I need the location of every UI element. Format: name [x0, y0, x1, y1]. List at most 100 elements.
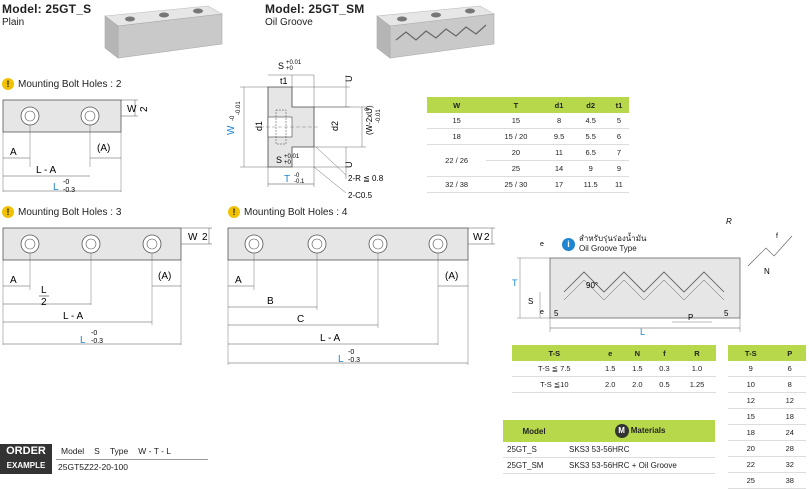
order-header: Model: [61, 446, 85, 456]
oil-groove-heading: i สำหรับรุ่นร่องน้ำมัน Oil Groove Type: [562, 234, 647, 254]
order-header: S: [94, 446, 100, 456]
dim-w-half: 2: [484, 232, 490, 243]
materials-icon: M: [614, 424, 629, 438]
dim-table-cell: 9.5: [545, 128, 573, 145]
warning-3-text: Mounting Bolt Holes : 3: [18, 206, 122, 218]
drawing-2-holes: W 2 A (A) L - A L -0 -0.3: [2, 99, 150, 194]
dim-table-cell: 15: [427, 113, 487, 129]
dim-table-header: d1: [545, 97, 573, 113]
ts-table-cell: 1.5: [623, 361, 651, 377]
warning-icon: !: [2, 78, 14, 90]
warning-4-text: Mounting Bolt Holes : 4: [244, 206, 348, 218]
p-table-cell: 22: [728, 456, 774, 473]
dim-table-cell: 18: [427, 128, 487, 145]
dim-table-cell: 9: [572, 160, 609, 177]
dim-l-tol-lower: -0.3: [63, 187, 75, 194]
dim-table-header: W: [427, 97, 487, 113]
dim-l-a: L - A: [63, 311, 84, 322]
dim-u-top: U: [344, 76, 354, 83]
dim-l-half-num: L: [41, 285, 47, 296]
dim-w-half: 2: [202, 232, 208, 243]
dim-table-cell: 22 / 26: [427, 144, 487, 177]
dim-w: W: [473, 232, 483, 243]
p-table-cell: 6: [773, 361, 806, 377]
ts-table-cell: T-S ≦10: [512, 376, 597, 393]
dim-table-cell: 5.5: [572, 128, 609, 145]
materials-value-cell: SKS3 53-56HRC + Oil Groove: [565, 457, 715, 474]
ts-table-header: f: [650, 345, 678, 361]
dim-table-header: t1: [608, 97, 629, 113]
groove-dim-p: P: [688, 313, 693, 322]
dim-w: W: [188, 232, 198, 243]
dim-s-bottom: S: [276, 155, 282, 165]
plain-model-title: Model: 25GT_S: [2, 2, 92, 16]
groove-dim-e-bottom: e: [540, 309, 544, 316]
dim-l: L: [338, 354, 344, 365]
dim-l: L: [53, 182, 59, 193]
p-table-cell: 38: [773, 472, 806, 489]
order-header: W - T - L: [138, 446, 172, 456]
dim-w-2u-tol-upper: 0: [365, 107, 371, 111]
note-c05: 2-C0.5: [348, 191, 373, 200]
groove-dim-t: T: [512, 278, 518, 288]
ts-table-cell: 2.0: [596, 376, 624, 393]
ts-table-cell: 0.3: [650, 361, 678, 377]
order-label: ORDER: [6, 445, 46, 457]
p-table-cell: 24: [773, 424, 806, 441]
warning-2-text: Mounting Bolt Holes : 2: [18, 78, 122, 90]
ts-table-cell: T-S ≦ 7.5: [512, 361, 597, 377]
dim-table-cell: 11: [608, 176, 629, 193]
dim-w-section: W: [226, 125, 237, 135]
p-table-cell: 28: [773, 440, 806, 457]
dim-l-tol-upper: -0: [91, 330, 97, 337]
ts-table-header: R: [677, 345, 716, 361]
materials-model-cell: 25GT_SM: [503, 457, 565, 474]
dim-l: L: [80, 335, 86, 346]
dim-b: B: [267, 296, 274, 307]
ts-table-header: e: [596, 345, 624, 361]
dim-table-cell: 14: [545, 160, 573, 177]
oil-groove-drawing: T S e e 90° 5 5 P L R f N: [512, 217, 793, 337]
order-header: Type: [109, 446, 129, 456]
groove-dim-5-left: 5: [554, 309, 559, 318]
p-table-cell: 18: [728, 424, 774, 441]
dim-table-cell: 17: [545, 176, 573, 193]
groove-r: R: [726, 217, 732, 226]
dim-table-cell: 7: [608, 144, 629, 161]
warning-3-holes: ! Mounting Bolt Holes : 3: [2, 206, 121, 218]
plain-guide-image: [104, 5, 223, 59]
plain-subtitle: Plain: [2, 17, 25, 28]
dim-table-cell: 5: [608, 113, 629, 129]
dim-s-tol-upper-b: +0.01: [284, 154, 300, 160]
dim-table-cell: 6.5: [572, 144, 609, 161]
groove-guide-image: [376, 5, 495, 59]
dim-s-tol-lower: +0: [286, 66, 294, 72]
dim-c: C: [297, 314, 304, 325]
example-label: EXAMPLE: [6, 461, 46, 470]
order-example-value: 25GT5Z22-20-100: [56, 459, 208, 474]
order-example: ORDER EXAMPLE Model S Type W - T - L 25GT5Z…: [0, 444, 210, 474]
dim-table-cell: 4.5: [572, 113, 609, 129]
ts-table-cell: 1.25: [677, 376, 716, 393]
dim-l-a: L - A: [320, 333, 341, 344]
groove-model-title: Model: 25GT_SM: [265, 2, 365, 16]
materials-col-model: Model: [503, 420, 565, 442]
p-table-cell: 10: [728, 376, 774, 393]
dim-d2: d2: [330, 121, 340, 131]
dim-table-cell: 6: [608, 128, 629, 145]
dim-t-tol-lower: -0.1: [294, 179, 305, 185]
oil-groove-label: Oil Groove Type: [579, 244, 637, 253]
p-table-cell: 8: [773, 376, 806, 393]
dim-u-bottom: U: [344, 162, 354, 169]
materials-value-cell: SKS3 53-56HRC: [565, 442, 715, 458]
p-table-cell: 15: [728, 408, 774, 425]
